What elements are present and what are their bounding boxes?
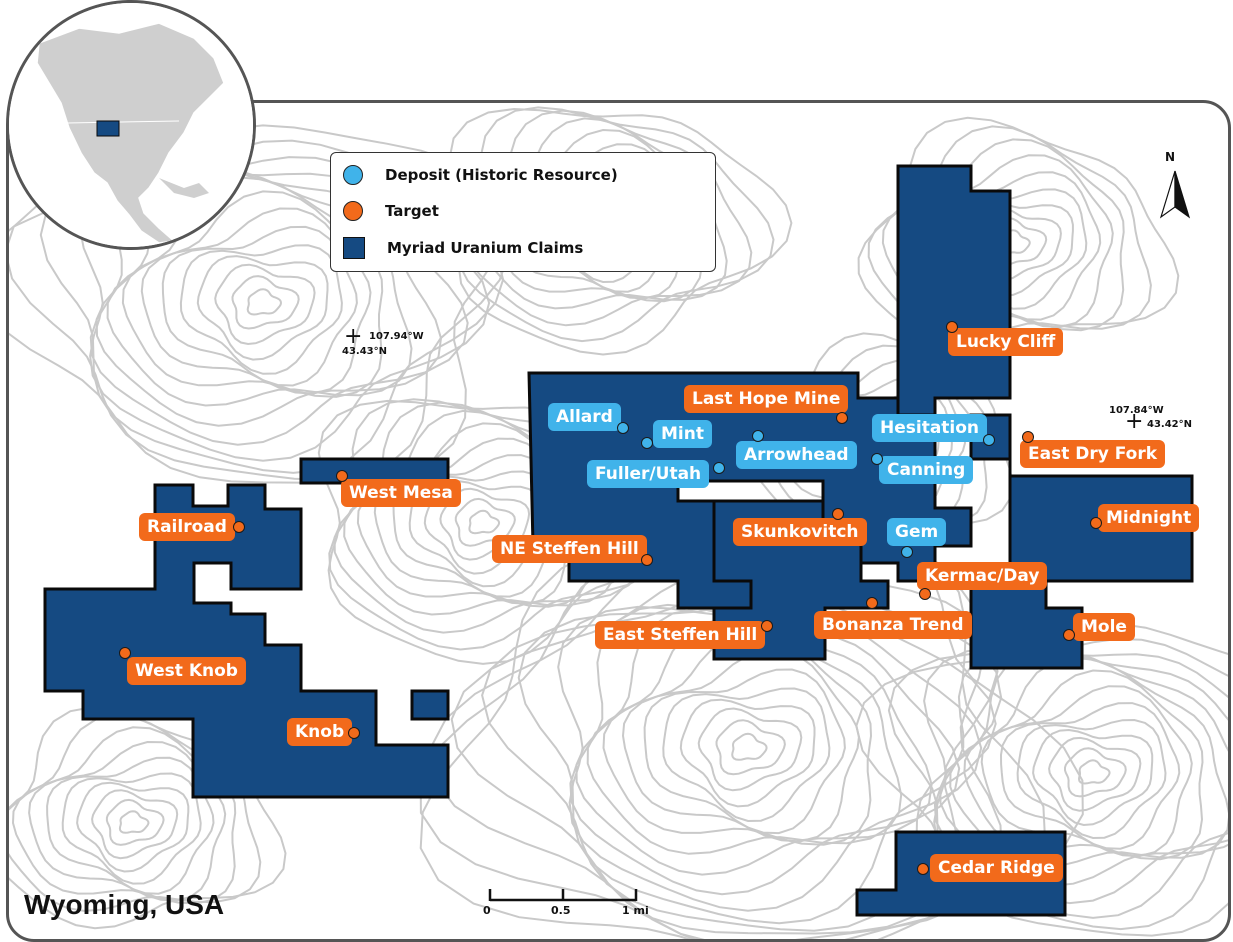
- deposit-label-mint[interactable]: Mint: [653, 420, 712, 448]
- target-point-east-steffen-hill[interactable]: [761, 620, 773, 632]
- target-point-knob[interactable]: [348, 727, 360, 739]
- coord-west-lon: 107.94°W: [369, 331, 424, 342]
- deposit-label-hesitation[interactable]: Hesitation: [872, 414, 988, 442]
- target-label-bonanza-trend[interactable]: Bonanza Trend: [814, 611, 972, 639]
- claim-north-block[interactable]: [896, 164, 1012, 417]
- target-label-west-knob[interactable]: West Knob: [127, 657, 246, 685]
- deposit-point-mint[interactable]: [641, 437, 653, 449]
- legend-claims: Myriad Uranium Claims: [343, 237, 583, 259]
- target-point-skunkovitch[interactable]: [832, 508, 844, 520]
- target-point-ne-steffen-hill[interactable]: [641, 554, 653, 566]
- legend-deposit: Deposit (Historic Resource): [343, 165, 618, 185]
- coord-east-lat: 43.42°N: [1147, 419, 1192, 430]
- scale-label-zero: 0: [483, 904, 491, 917]
- coord-east-lon: 107.84°W: [1109, 405, 1164, 416]
- scale-label-one: 1 mi: [622, 904, 649, 917]
- north-arrow: [1159, 170, 1191, 219]
- deposit-label-arrowhead[interactable]: Arrowhead: [736, 441, 857, 469]
- scale-label-half: 0.5: [551, 904, 571, 917]
- deposit-point-fuller-utah[interactable]: [713, 462, 725, 474]
- target-point-midnight[interactable]: [1090, 517, 1102, 529]
- target-point-last-hope-mine[interactable]: [836, 412, 848, 424]
- target-label-east-steffen-hill[interactable]: East Steffen Hill: [595, 621, 766, 649]
- target-point-east-dry-fork[interactable]: [1022, 431, 1034, 443]
- legend-target: Target: [343, 201, 439, 221]
- target-label-knob[interactable]: Knob: [287, 718, 353, 746]
- target-label-mole[interactable]: Mole: [1073, 613, 1135, 641]
- target-point-kermac-day[interactable]: [919, 588, 931, 600]
- scale-bar: [488, 889, 638, 902]
- deposit-label-allard[interactable]: Allard: [548, 403, 621, 431]
- legend-claims-label: Myriad Uranium Claims: [387, 239, 584, 257]
- claims-swatch-icon: [343, 237, 365, 259]
- target-point-bonanza-trend[interactable]: [866, 597, 878, 609]
- target-point-lucky-cliff[interactable]: [946, 321, 958, 333]
- target-point-cedar-ridge[interactable]: [917, 863, 929, 875]
- deposit-point-allard[interactable]: [617, 422, 629, 434]
- target-point-mole[interactable]: [1063, 629, 1075, 641]
- target-label-railroad[interactable]: Railroad: [139, 513, 235, 541]
- target-label-east-dry-fork[interactable]: East Dry Fork: [1020, 440, 1166, 468]
- target-label-kermac-day[interactable]: Kermac/Day: [917, 562, 1048, 590]
- target-swatch-icon: [343, 201, 363, 221]
- coord-west-lat: 43.43°N: [342, 346, 387, 357]
- north-america-landmass: [36, 22, 225, 244]
- target-label-last-hope-mine[interactable]: Last Hope Mine: [684, 385, 849, 413]
- legend-target-label: Target: [385, 202, 439, 220]
- target-label-midnight[interactable]: Midnight: [1098, 504, 1200, 532]
- deposit-label-canning[interactable]: Canning: [879, 456, 974, 484]
- claim-small-square[interactable]: [410, 689, 450, 721]
- legend-deposit-label: Deposit (Historic Resource): [385, 166, 618, 184]
- coord-crosshair-west-icon: +: [344, 324, 363, 349]
- wyoming-marker: [96, 120, 120, 137]
- deposit-point-arrowhead[interactable]: [752, 430, 764, 442]
- target-label-cedar-ridge[interactable]: Cedar Ridge: [930, 854, 1063, 882]
- claim-west-block[interactable]: [43, 483, 450, 799]
- deposit-point-gem[interactable]: [901, 546, 913, 558]
- target-label-ne-steffen-hill[interactable]: NE Steffen Hill: [492, 535, 647, 563]
- deposit-swatch-icon: [343, 165, 363, 185]
- target-point-west-mesa[interactable]: [336, 470, 348, 482]
- claim-east-block[interactable]: [969, 413, 1194, 670]
- target-label-west-mesa[interactable]: West Mesa: [341, 479, 461, 507]
- target-label-lucky-cliff[interactable]: Lucky Cliff: [948, 328, 1064, 356]
- target-label-skunkovitch[interactable]: Skunkovitch: [733, 518, 867, 546]
- deposit-point-hesitation[interactable]: [983, 434, 995, 446]
- locator-globe: [6, 0, 256, 250]
- map-title: Wyoming, USA: [24, 889, 225, 920]
- north-label: N: [1165, 150, 1176, 164]
- deposit-point-canning[interactable]: [871, 453, 883, 465]
- deposit-label-fuller-utah[interactable]: Fuller/Utah: [587, 460, 710, 488]
- target-point-railroad[interactable]: [233, 521, 245, 533]
- deposit-label-gem[interactable]: Gem: [887, 518, 947, 546]
- map-legend: Deposit (Historic Resource) Target Myria…: [330, 152, 716, 272]
- coord-crosshair-east-icon: +: [1125, 409, 1144, 434]
- target-point-west-knob[interactable]: [119, 647, 131, 659]
